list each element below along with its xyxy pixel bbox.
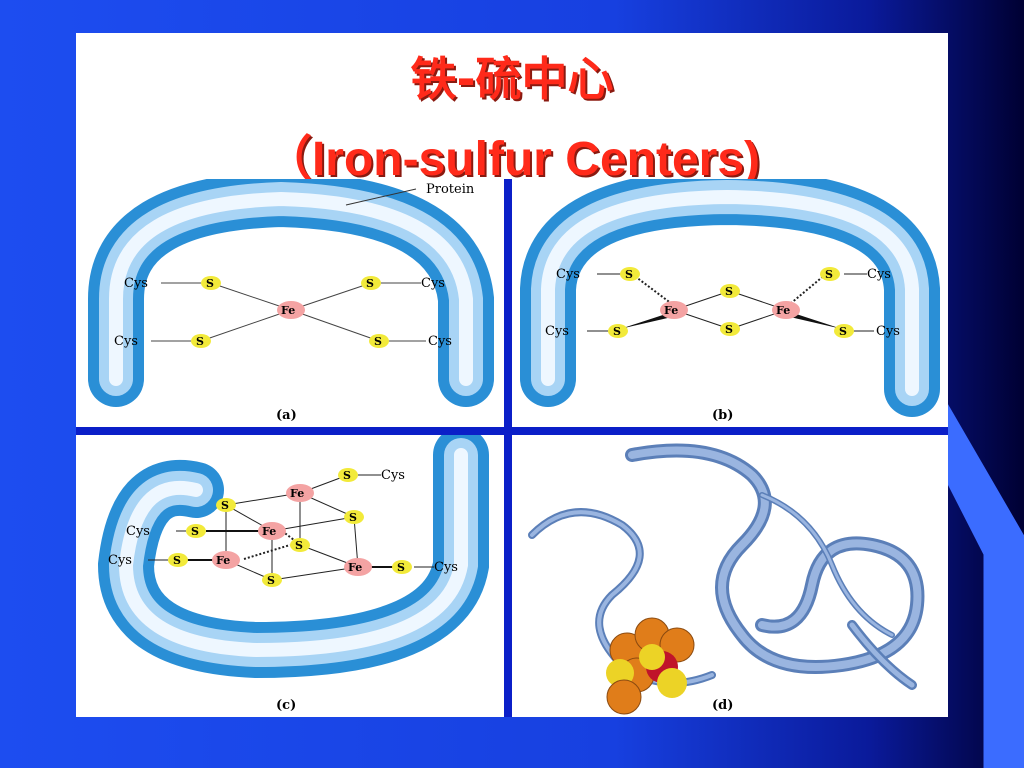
slide-title: 铁-硫中心 （Iron-sulfur Centers) — [76, 33, 948, 186]
sulfur-atom: S — [168, 553, 188, 567]
sulfur-atom: S — [720, 284, 740, 298]
svg-text:Fe: Fe — [216, 554, 230, 567]
sulfur-atom: S — [338, 468, 358, 482]
sulfur-atom: S — [216, 498, 236, 512]
cys-label: Cys — [428, 334, 452, 349]
svg-text:S: S — [173, 554, 181, 567]
sulfur-atom: S — [344, 510, 364, 524]
svg-text:S: S — [221, 499, 229, 512]
cys-label: Cys — [545, 324, 569, 339]
cys-label: Cys — [556, 267, 580, 282]
svg-text:Fe: Fe — [290, 487, 304, 500]
svg-text:Fe: Fe — [281, 304, 295, 317]
cys-label: Cys — [434, 560, 458, 575]
iron-atom: Fe — [286, 484, 314, 502]
panel-caption: (d) — [712, 698, 733, 713]
svg-text:Fe: Fe — [348, 561, 362, 574]
title-chinese: 铁-硫中心 — [410, 52, 614, 106]
svg-text:S: S — [725, 285, 733, 298]
svg-text:S: S — [725, 323, 733, 336]
cys-label: Cys — [126, 524, 150, 539]
iron-atom: Fe — [660, 301, 688, 319]
svg-text:S: S — [343, 469, 351, 482]
sulfur-atom: S — [620, 267, 640, 281]
svg-text:S: S — [374, 335, 382, 348]
cys-label: Cys — [867, 267, 891, 282]
protein-tube — [520, 179, 940, 417]
sulfur-atom: S — [392, 560, 412, 574]
svg-text:S: S — [295, 539, 303, 552]
protein-ribbon — [528, 443, 925, 690]
iron-atom: Fe — [258, 522, 286, 540]
svg-text:S: S — [625, 268, 633, 281]
svg-text:Fe: Fe — [262, 525, 276, 538]
iron-atom: Fe — [344, 558, 372, 576]
iron-sulfur-cluster — [606, 617, 695, 715]
cys-label: Cys — [381, 468, 405, 483]
svg-text:S: S — [613, 325, 621, 338]
panel-caption: (b) — [712, 408, 733, 423]
cys-label: Cys — [108, 553, 132, 568]
svg-text:S: S — [825, 268, 833, 281]
svg-text:S: S — [196, 335, 204, 348]
sulfur-atom: S — [820, 267, 840, 281]
svg-text:S: S — [366, 277, 374, 290]
sulfur-atom: S — [201, 276, 221, 290]
protein-pointer — [345, 188, 417, 206]
svg-text:S: S — [839, 325, 847, 338]
panel-divider-vertical — [504, 179, 512, 717]
svg-text:S: S — [191, 525, 199, 538]
panel-divider-horizontal — [76, 427, 948, 435]
iron-atom: Fe — [277, 301, 305, 319]
svg-text:Fe: Fe — [664, 304, 678, 317]
sulfur-atom: S — [608, 324, 628, 338]
sulfur-atom: S — [834, 324, 854, 338]
panel-caption: (c) — [276, 698, 296, 713]
slide-canvas: 铁-硫中心 （Iron-sulfur Centers) Protein — [76, 33, 948, 717]
cys-label: Cys — [124, 276, 148, 291]
sulfur-atom: S — [369, 334, 389, 348]
iron-atom: Fe — [212, 551, 240, 569]
sulfur-atom: S — [361, 276, 381, 290]
sulfur-atom: S — [262, 573, 282, 587]
title-english: （Iron-sulfur Centers) — [263, 133, 761, 186]
svg-text:S: S — [397, 561, 405, 574]
svg-text:S: S — [349, 511, 357, 524]
panel-c-figure: Cys Cys Cys Cys S S S S S S S S Fe Fe Fe… — [76, 435, 504, 717]
protein-tube — [88, 179, 494, 407]
cys-label: Cys — [876, 324, 900, 339]
cys-label: Cys — [114, 334, 138, 349]
svg-text:S: S — [267, 574, 275, 587]
sulfur-atom: S — [186, 524, 206, 538]
sulfur-atom: S — [720, 322, 740, 336]
sulfur-atom: S — [191, 334, 211, 348]
panel-caption: (a) — [276, 408, 297, 423]
svg-text:S: S — [206, 277, 214, 290]
panel-d-figure: (d) — [512, 435, 948, 717]
cys-label: Cys — [421, 276, 445, 291]
panel-b-figure: Cys Cys Cys Cys S S S S S S Fe Fe (b) — [512, 179, 948, 427]
protein-tube — [97, 435, 489, 679]
sulfur-atom: S — [290, 538, 310, 552]
panel-a-figure: Protein Cys Cys Cys Cys S S S S Fe (a) — [76, 179, 504, 427]
iron-atom: Fe — [772, 301, 800, 319]
svg-text:Fe: Fe — [776, 304, 790, 317]
protein-label: Protein — [426, 182, 475, 197]
